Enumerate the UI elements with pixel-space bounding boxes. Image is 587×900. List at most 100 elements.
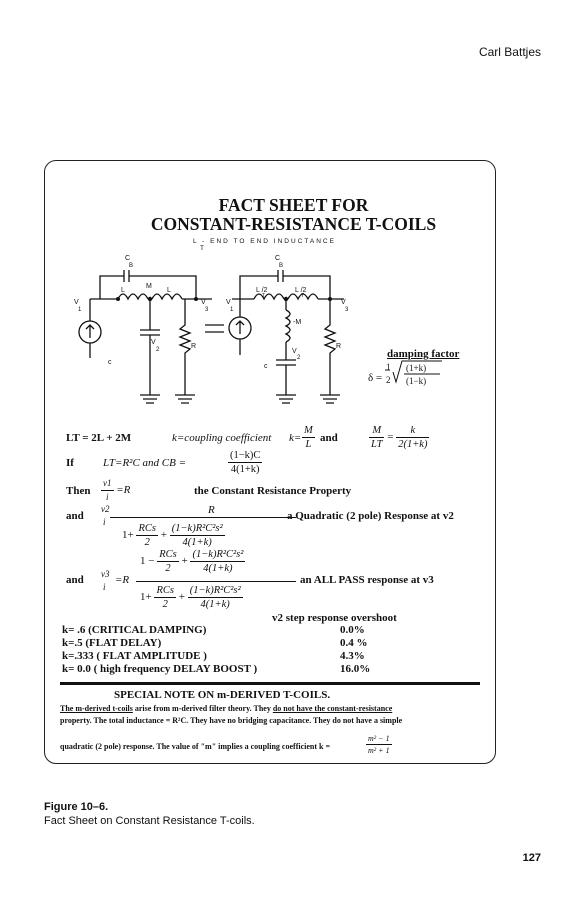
overshoot-header: v2 step response overshoot [272,612,397,624]
v1-sub-left: 1 [78,307,82,313]
lt2-label-2: L /2 [295,287,307,294]
v2-r-num: R [208,504,215,516]
v3-num: v3 [101,569,110,579]
v2-one-plus: 1+ [122,529,134,542]
overshoot-case-3: k=.333 ( FLAT AMPLITUDE ) [62,650,207,662]
v2-main-fraction-bar [110,517,296,518]
damping-factor-label: damping factor [387,348,460,360]
constant-resistance-property: the Constant Resistance Property [194,485,352,497]
lt-definition-label: L - END TO END INDUCTANCE [193,238,336,245]
damping-sqrt-symbol [385,360,442,384]
resistor-r-label-left: R [191,343,197,350]
if-expression: LT=R²C and CB = [103,457,187,469]
damping-den: (1−k) [406,376,427,386]
v3-sub-right: 3 [345,307,349,313]
quadratic-response-text: a Quadratic (2 pole) Response at v2 [287,510,454,522]
fact-sheet-title-line2: CONSTANT-RESISTANCE T-COILS [150,214,437,234]
lt-equation: LT = 2L + 2M [66,432,132,444]
lt-definition-sub: T [200,245,206,252]
m-fraction-num: m² − 1 [366,734,392,745]
v2-label-right: V [292,348,297,355]
v1-label-right: V [226,299,231,306]
m-fraction-den: m² + 1 [368,746,390,755]
v3-two-1: 2 [165,563,171,574]
k-over-den: 2(1+k) [398,439,428,450]
overshoot-value-3: 4.3% [340,650,365,662]
special-note-line1: The m-derived t-coils arise from m-deriv… [60,703,392,714]
inductor-l-label-2: L [167,287,171,294]
v2-rcs: RCs [136,523,158,536]
v2-plus: + [160,529,167,542]
figure-caption: Fact Sheet on Constant Resistance T-coil… [44,815,255,827]
equals-r-1: =R [116,484,131,497]
and-2: and [66,510,84,522]
overshoot-case-2: k=.5 (FLAT DELAY) [62,637,162,649]
figure-label: Figure 10–6. [44,801,109,813]
lt2-sub-2: T [301,293,305,299]
lt2-sub-1: T [262,293,266,299]
cap-c-label-right-bottom: c [264,363,268,370]
equals-r-2: =R [115,574,130,586]
resistor-r-label-right: R [336,343,342,350]
v3-quad-den-2: 4(1+k) [200,599,230,610]
v3-main-fraction-bar [136,581,296,582]
v3-label-left: V [201,299,206,306]
and-3: and [66,574,84,586]
special-note-line1-mid: arise from m-derived filter theory. They [132,704,273,713]
v2-two: 2 [144,537,150,548]
overshoot-value-2: 0.4 % [340,637,368,649]
v1-num: v1 [101,477,114,491]
v3-label-right: V [341,299,346,306]
and-1: and [320,432,338,444]
special-note-divider [60,682,480,685]
v1-sub-right: 1 [230,307,234,313]
special-note-line2: property. The total inductance = R²C. Th… [60,716,403,725]
damping-num: (1+k) [406,363,427,373]
v2-num: v2 [101,504,110,514]
damping-delta: δ = [368,372,383,384]
damping-half-num: 1 [386,362,391,372]
v3-rcs-1: RCs [157,549,179,562]
fact-sheet-frame [44,160,496,764]
v3-plus-2: + [178,591,185,604]
v2-label-left: V [151,339,156,346]
v3-den: i [103,582,106,592]
negative-m-label: -M [293,319,302,326]
overshoot-value-1: 0.0% [340,624,365,636]
cap-c-label-left-bottom: c [108,359,112,366]
m-over-lt-num: M [369,424,385,438]
fact-sheet-title-line1: FACT SHEET FOR [218,195,369,215]
v3-rcs-2: RCs [154,585,176,598]
page-number: 127 [522,852,541,864]
k-den: L [305,439,312,450]
cap-c-label-left: C [125,255,131,262]
v3-plus-1: + [181,555,188,568]
special-note-title: SPECIAL NOTE ON m-DERIVED T-COILS. [114,689,331,701]
cap-b-label-left: B [129,263,134,269]
coupling-coefficient-text: k=coupling coefficient [172,432,272,444]
t-coil-schematics [78,270,344,404]
special-note-line1-underlined: do not have the constant-resistance [272,704,393,713]
v3-quad-num-2: (1−k)R²C²s² [187,585,243,598]
v2-sub-right: 2 [297,355,301,361]
v3-quad-num-1: (1−k)R²C²s² [190,549,246,562]
k-num: M [302,425,315,438]
running-header-author: Carl Battjes [478,45,541,59]
v3-two-2: 2 [162,599,168,610]
v2-quad-num: (1−k)R²C²s² [169,523,225,536]
cap-c-label-right: C [275,255,281,262]
overshoot-case-4: k= 0.0 ( high frequency DELAY BOOST ) [62,663,258,675]
cb-den: 4(1+k) [230,464,260,475]
if-label: If [66,457,74,469]
overshoot-case-1: k= .6 (CRITICAL DAMPING) [62,624,207,636]
inductor-l-label-1: L [121,287,125,294]
k-over-num: k [396,424,430,438]
v2-sub-left: 2 [156,347,160,353]
v1-den: i [105,492,109,502]
v3-one-plus: 1+ [140,591,152,604]
